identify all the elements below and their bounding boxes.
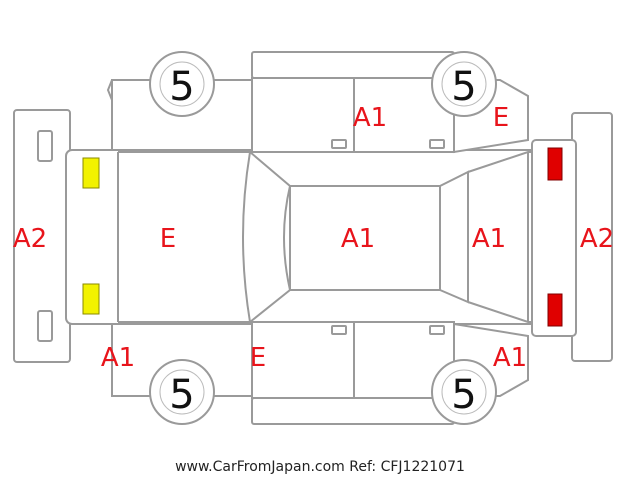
label-hood: E (160, 224, 176, 254)
taillight-housing (531, 139, 577, 337)
footer-reference: www.CarFromJapan.com Ref: CFJ1221071 (175, 459, 465, 475)
headlight-bottom (82, 283, 100, 315)
wheel-rear-left: 5 (149, 359, 215, 425)
wheel-rear-left-count: 5 (169, 372, 194, 418)
label-roof: A1 (341, 224, 375, 254)
wheel-rear-right-count: 5 (451, 372, 476, 418)
label-left-rear-fender: A1 (493, 343, 527, 373)
label-left-front-fender: A1 (101, 343, 135, 373)
label-front-bumper: A2 (13, 224, 47, 254)
label-rear-bumper: A2 (580, 224, 614, 254)
wheel-front-right: 5 (431, 51, 497, 117)
left-side-panels (111, 321, 529, 425)
wheel-front-left-count: 5 (169, 64, 194, 110)
label-right-doors: A1 (353, 103, 387, 133)
taillight-top (547, 147, 563, 181)
label-left-doors: E (250, 343, 266, 373)
label-right-rear-fender: E (493, 103, 509, 133)
wheel-front-left: 5 (149, 51, 215, 117)
headlight-top (82, 157, 100, 189)
taillight-bottom (547, 293, 563, 327)
wheel-front-right-count: 5 (451, 64, 476, 110)
car-body (65, 149, 543, 325)
wheel-rear-right: 5 (431, 359, 497, 425)
label-trunk: A1 (472, 224, 506, 254)
